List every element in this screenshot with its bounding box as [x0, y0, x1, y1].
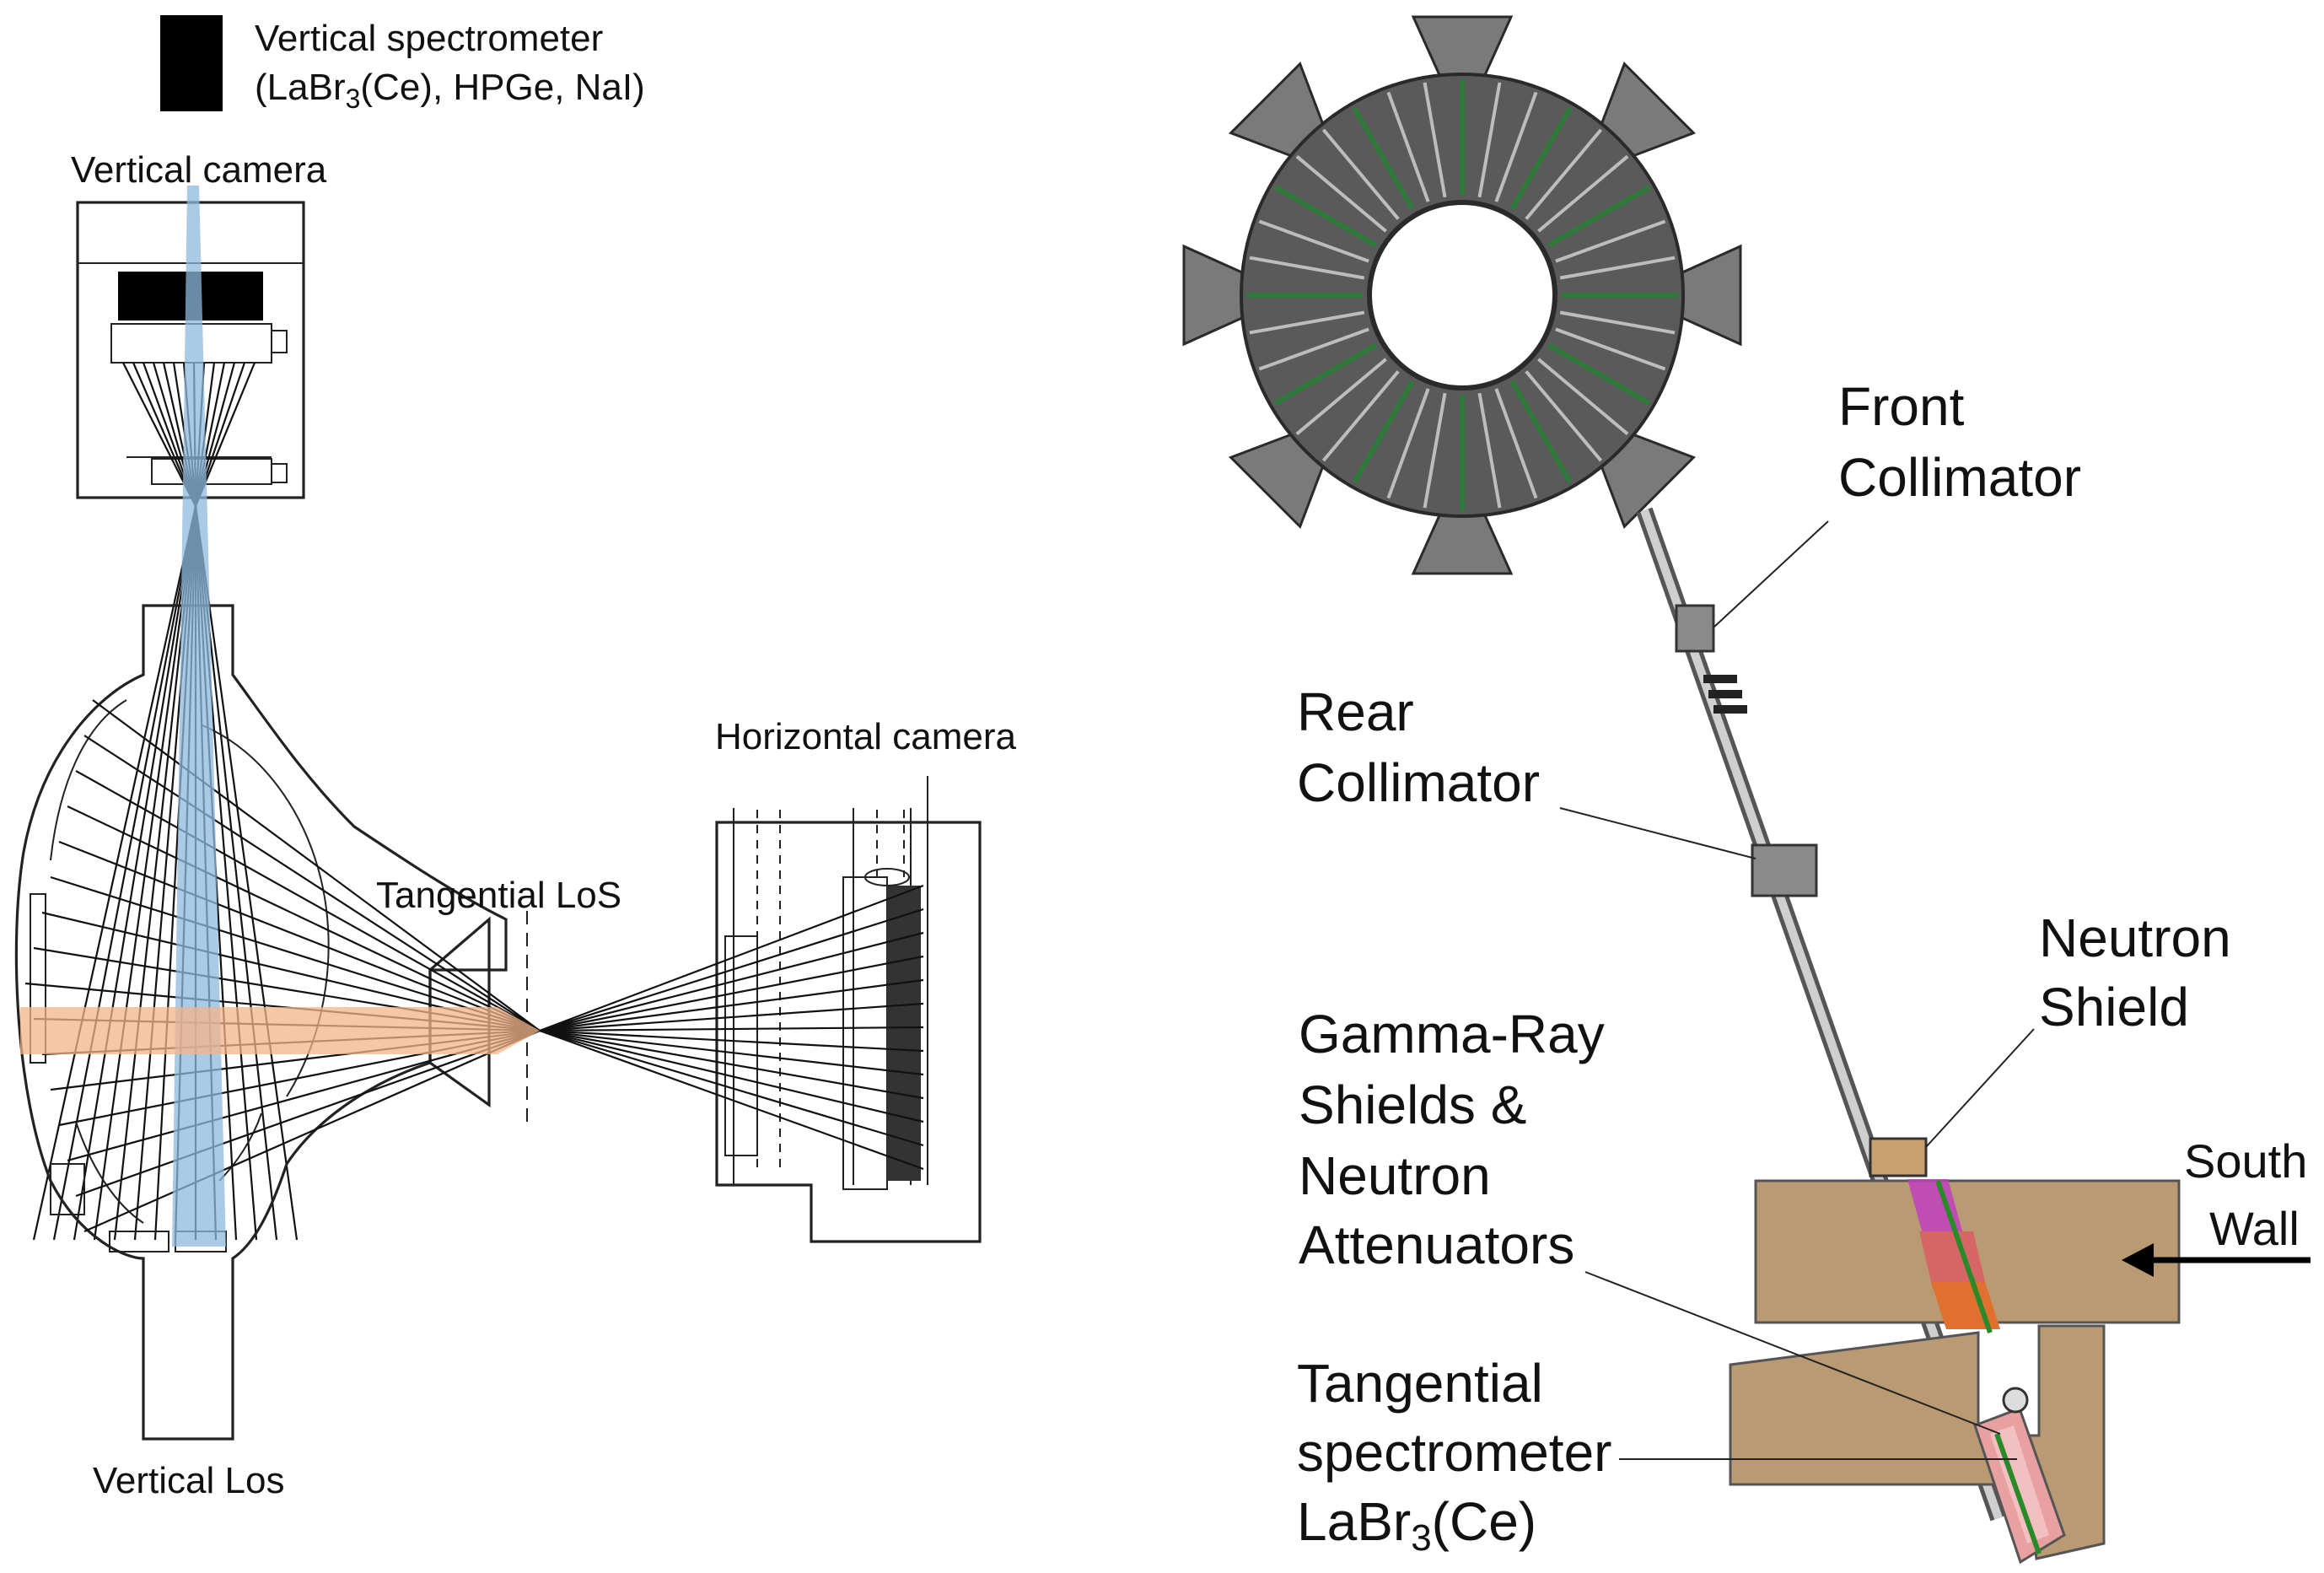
vertical-los-label: Vertical Los — [93, 1460, 284, 1501]
rear-collimator — [1751, 843, 1818, 897]
bellows — [1703, 675, 1747, 714]
vertical-spectrometer-detectors-label: (LaBr3(Ce), HPGe, NaI) — [255, 67, 645, 114]
leader-lines — [1559, 520, 2035, 1460]
tangential-los-label: Tangential LoS — [376, 875, 621, 916]
neutron-shield — [1869, 1137, 1928, 1177]
vertical-beam — [172, 186, 226, 1247]
neutron-shield-label: Neutron Shield — [2039, 908, 2246, 1037]
tangential-beam — [20, 1007, 540, 1054]
horizontal-camera-label: Horizontal camera — [715, 716, 1017, 757]
vertical-spectrometer-block — [160, 15, 223, 111]
vertical-camera-label: Vertical camera — [71, 149, 327, 191]
left-diagram: Vertical spectrometer (LaBr3(Ce), HPGe, … — [14, 15, 1017, 1501]
tangential-rays — [24, 699, 541, 1233]
rear-collimator-label: Rear Collimator — [1297, 681, 1540, 813]
south-wall-arrow — [2122, 1243, 2311, 1277]
vertical-spectrometer-label: Vertical spectrometer — [255, 18, 603, 59]
front-collimator — [1675, 604, 1715, 653]
tokamak-top-view — [1182, 15, 1742, 575]
tokamak-ports — [1182, 15, 1742, 575]
gamma-ray-shields-label: Gamma-Ray Shields & Neutron Attenuators — [1299, 1004, 1620, 1275]
south-wall-label: South Wall — [2184, 1134, 2321, 1255]
tangential-spectrometer-label: Tangential spectrometer LaBr3(Ce) — [1297, 1353, 1627, 1559]
tangential-spectrometer — [1973, 1387, 2066, 1565]
horizontal-camera-rays — [539, 884, 924, 1171]
tokamak-coils — [1246, 79, 1678, 511]
right-diagram: Front Collimator Rear Collimator Neutron… — [1182, 15, 2321, 1565]
front-collimator-label: Front Collimator — [1838, 376, 2081, 508]
gamma-ray-shield-stack — [1907, 1179, 2000, 1333]
